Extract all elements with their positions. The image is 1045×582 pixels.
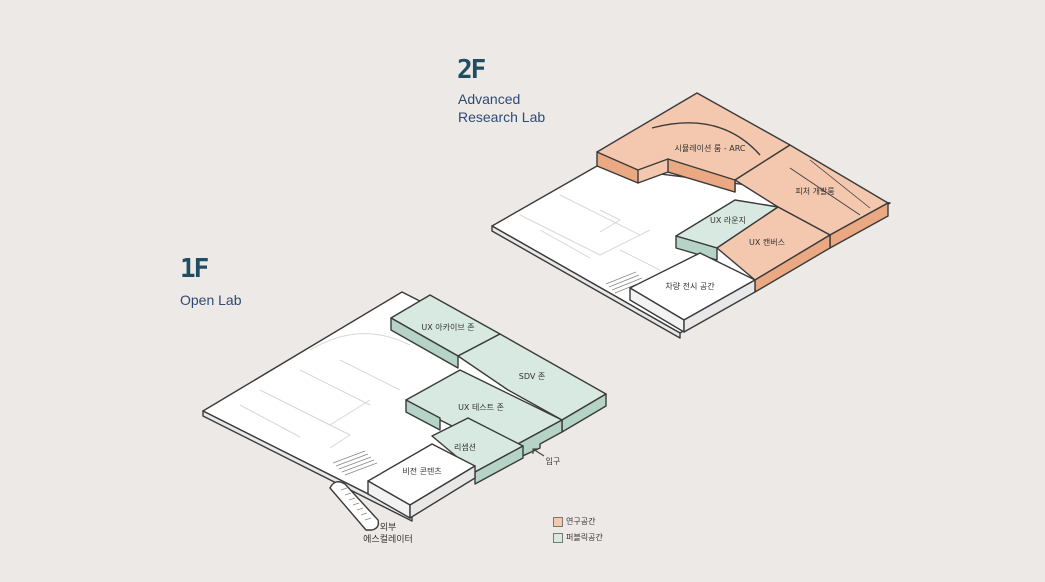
label-reception: 리셉션	[454, 442, 476, 452]
label-vehicle: 차량 전시 공간	[665, 281, 715, 291]
floor-2f-plan	[491, 92, 891, 339]
label-entrance: 입구	[546, 457, 561, 466]
label-vision: 비전 콘텐츠	[402, 466, 441, 476]
floor-1f-slab-edge	[202, 410, 413, 522]
room-simulation-side	[596, 151, 639, 184]
floor-2f-name: Advanced Research Lab	[458, 90, 545, 126]
floor-2f-slab-edge	[491, 225, 681, 339]
legend-research-label: 연구공간	[566, 517, 596, 526]
room-simulation-arc	[651, 122, 761, 156]
room-vehicle-side2	[683, 279, 756, 333]
label-simulation: 시뮬레이션 룸 - ARC	[675, 143, 746, 153]
floor-1f-plan	[202, 291, 607, 531]
floor-2f-badge: 2F	[457, 55, 486, 85]
label-ux-canvas: UX 캔버스	[749, 237, 785, 247]
label-feature: 피처 개발룸	[795, 186, 834, 196]
label-ux-archive: UX 아카이브 존	[421, 322, 474, 332]
room-vision-side2	[409, 465, 476, 519]
room-ux-test-side	[405, 399, 441, 431]
floor-2f-name-line2: Research Lab	[458, 109, 546, 125]
floor-1f-interior-lines	[239, 333, 411, 449]
escalator	[329, 481, 380, 531]
label-ux-test: UX 테스트 존	[458, 403, 504, 412]
floor-1f-badge: 1F	[180, 254, 209, 284]
legend-research-swatch	[553, 517, 563, 527]
floor-1f-name: Open Lab	[180, 292, 242, 308]
legend-public-label: 퍼블릭공간	[566, 533, 603, 542]
label-escalator-line2: 에스컬레이터	[363, 534, 413, 545]
room-ux-archive-side	[390, 317, 459, 369]
room-ux-lounge-side	[675, 235, 718, 261]
entrance-arrow-icon	[532, 448, 545, 457]
floor-1f-stairs	[332, 450, 378, 476]
legend-public-swatch	[553, 533, 563, 543]
floor-2f-interior-lines	[519, 194, 661, 271]
label-escalator-line1: 외부	[380, 521, 397, 533]
floor-2f-name-line1: Advanced	[458, 91, 521, 107]
label-ux-lounge: UX 라운지	[710, 216, 746, 225]
room-simulation-side2	[667, 158, 736, 193]
room-reception-side	[474, 445, 524, 485]
label-sdv: SDV 존	[519, 372, 545, 381]
